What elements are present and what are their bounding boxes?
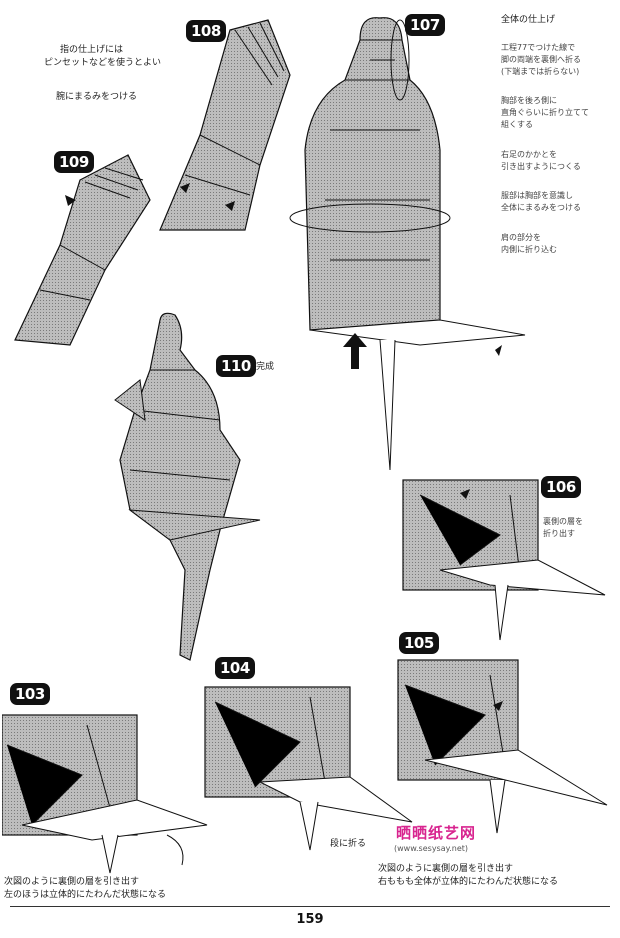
step-107-note-a3: (下端までは折らない)	[501, 67, 580, 76]
step-105-note-1: 次図のように裏側の層を引き出す	[378, 864, 514, 874]
step-107-note-a2: 脚の両端を裏側へ折る	[501, 55, 581, 64]
step-107-title: 全体の仕上げ	[501, 15, 556, 25]
step-106-figure	[402, 479, 606, 641]
step-109-badge: 109	[54, 151, 94, 173]
step-110-figure	[114, 312, 261, 661]
step-107-figure	[289, 8, 526, 471]
step-107-note-c2: 引き出すようにつくる	[501, 162, 581, 171]
watermark-brand: 晒晒纸艺网	[396, 824, 477, 842]
step-108-badge: 108	[186, 20, 226, 42]
step-108-note-2: ピンセットなどを使うとよい	[44, 58, 162, 68]
footer-rule	[10, 906, 610, 907]
step-105-figure	[397, 659, 608, 834]
step-108-note-1: 指の仕上げには	[60, 45, 124, 55]
step-106-note-2: 折り出す	[543, 529, 575, 538]
step-104-figure	[204, 686, 413, 851]
step-107-note-a1: 工程77でつけた線で	[501, 43, 576, 52]
step-103-figure	[2, 714, 208, 874]
page-number: 159	[296, 912, 324, 927]
step-106-badge: 106	[541, 476, 581, 498]
step-105-badge: 105	[399, 632, 439, 654]
step-104-fold-note: 段に折る	[330, 839, 367, 849]
step-107-note-e2: 内側に折り込む	[501, 245, 557, 254]
step-107-badge: 107	[405, 14, 445, 36]
step-110-badge: 110	[216, 355, 256, 377]
step-103-note-2: 左のほうは立体的にたわんだ状態になる	[4, 890, 167, 900]
step-107-note-b3: 組くする	[501, 120, 533, 129]
step-107-note-d1: 服部は胸部を意識し	[501, 191, 573, 200]
step-107-note-b2: 直角ぐらいに折り立てて	[501, 108, 589, 117]
watermark-url: (www.sesysay.net)	[394, 844, 469, 853]
step-106-note-1: 裏側の層を	[543, 517, 583, 526]
step-103-badge: 103	[10, 683, 50, 705]
step-108-figure	[159, 19, 291, 231]
step-107-note-d2: 全体にまるみをつける	[501, 203, 581, 212]
step-107-note-c1: 右足のかかとを	[501, 150, 557, 159]
step-103-note-1: 次図のように裏側の層を引き出す	[4, 877, 140, 887]
step-104-badge: 104	[215, 657, 255, 679]
push-arrow-icon	[343, 333, 367, 369]
step-109-note: 腕にまるみをつける	[56, 92, 138, 102]
step-110-complete-label: 完成	[256, 362, 275, 372]
step-107-note-b1: 胸部を後ろ側に	[501, 96, 557, 105]
step-105-note-2: 右ももも全体が立体的にたわんだ状態になる	[378, 877, 559, 887]
step-109-figure	[14, 154, 151, 346]
step-107-note-e1: 肩の部分を	[501, 233, 541, 242]
